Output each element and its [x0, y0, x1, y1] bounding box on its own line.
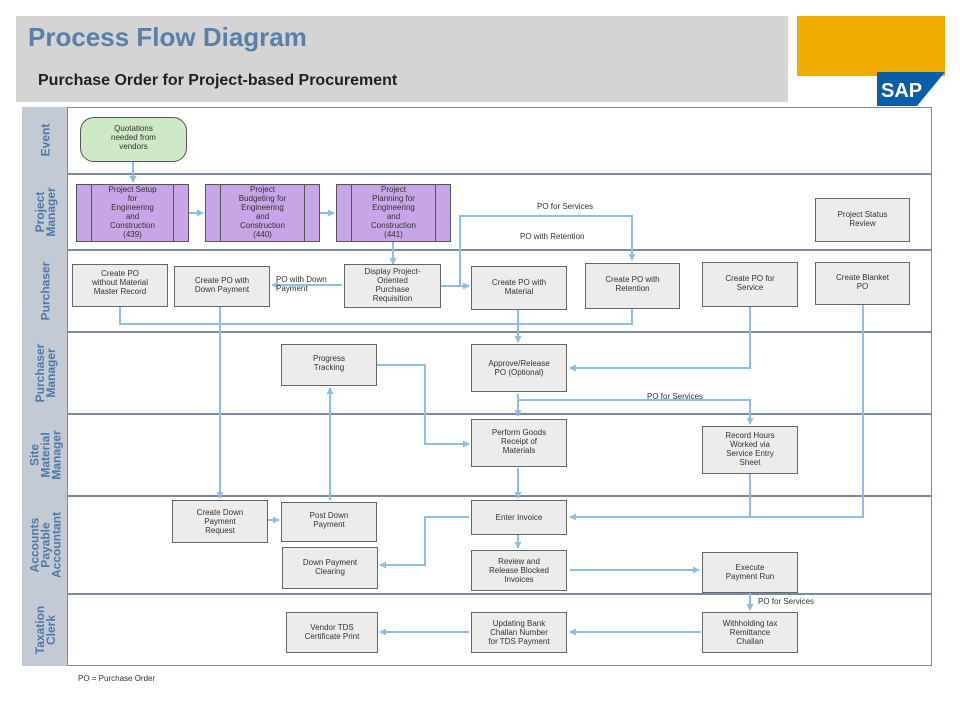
line-blanket-to-invoice — [750, 305, 864, 518]
step-record-hours[interactable]: Record Hours Worked via Service Entry Sh… — [702, 426, 798, 474]
step-create-po-service[interactable]: Create PO for Service — [702, 262, 798, 307]
subprocess-project-budgeting[interactable]: Project Budgeting for Engineering and Co… — [205, 184, 320, 242]
step-down-payment-clearing[interactable]: Down Payment Clearing — [282, 547, 378, 589]
step-post-down-payment[interactable]: Post Down Payment — [281, 502, 377, 542]
sap-logo-text: SAP — [881, 80, 922, 102]
step-create-po-material[interactable]: Create PO with Material — [471, 266, 567, 310]
subprocess-project-planning[interactable]: Project Planning for Engineering and Con… — [336, 184, 451, 242]
step-create-blanket-po[interactable]: Create Blanket PO — [815, 262, 910, 305]
step-approve-release-po[interactable]: Approve/Release PO (Optional) — [471, 344, 567, 392]
line-approve-to-record-hours — [518, 399, 754, 425]
step-create-down-payment-request[interactable]: Create Down Payment Request — [172, 500, 268, 543]
step-review-release-blocked[interactable]: Review and Release Blocked Invoices — [471, 550, 567, 591]
header-bar — [16, 16, 788, 102]
step-vendor-tds-certificate[interactable]: Vendor TDS Certificate Print — [286, 612, 378, 653]
subprocess-project-budgeting-label: Project Budgeting for Engineering and Co… — [220, 185, 305, 241]
line-without-material-to-approve — [119, 307, 518, 325]
subprocess-project-setup-label: Project Setup for Engineering and Constr… — [91, 185, 174, 241]
line-progress-to-goods — [377, 364, 470, 448]
lane-header-purchaser — [22, 250, 68, 332]
event-quotations-needed: Quotations needed from vendors — [80, 117, 187, 162]
step-display-project-requisition[interactable]: Display Project- Oriented Purchase Requi… — [344, 264, 441, 308]
lane-header-project-manager — [22, 174, 68, 250]
label-po-with-retention: PO with Retention — [520, 232, 585, 241]
label-po-for-services-mid: PO for Services — [647, 392, 704, 401]
lane-header-purchaser-manager — [22, 332, 68, 414]
line-retention-to-approve — [518, 309, 633, 325]
step-updating-bank-challan[interactable]: Updating Bank Challan Number for TDS Pay… — [471, 612, 567, 653]
footnote: PO = Purchase Order — [78, 674, 156, 683]
line-service-to-approve — [569, 307, 751, 372]
label-po-with-down-payment: PO with Down Payment — [276, 275, 327, 293]
lane-header-site-material-manager — [22, 414, 68, 496]
lane-header-taxation-clerk — [22, 594, 68, 666]
step-create-po-down-payment[interactable]: Create PO with Down Payment — [174, 266, 270, 307]
step-progress-tracking[interactable]: Progress Tracking — [281, 344, 377, 386]
page-subtitle: Purchase Order for Project-based Procure… — [38, 72, 398, 89]
lane-header-event — [22, 107, 68, 174]
line-invoice-to-clearing — [379, 516, 469, 569]
page-title: Process Flow Diagram — [28, 22, 307, 52]
step-project-status-review[interactable]: Project Status Review — [815, 198, 910, 242]
step-create-po-without-material[interactable]: Create PO without Material Master Record — [72, 264, 168, 307]
label-po-for-services-top: PO for Services — [537, 202, 594, 211]
line-requisition-to-services — [450, 215, 636, 287]
lane-header-accounts-payable — [22, 496, 68, 594]
step-enter-invoice[interactable]: Enter Invoice — [471, 500, 567, 535]
step-perform-goods-receipt[interactable]: Perform Goods Receipt of Materials — [471, 419, 567, 467]
label-po-for-services-bottom: PO for Services — [758, 597, 815, 606]
sap-logo: SAP — [877, 72, 945, 106]
step-execute-payment-run[interactable]: Execute Payment Run — [702, 552, 798, 593]
step-create-po-retention[interactable]: Create PO with Retention — [585, 263, 680, 309]
step-withholding-tax-challan[interactable]: Withholding tax Remittance Challan — [702, 612, 798, 653]
subprocess-project-planning-label: Project Planning for Engineering and Con… — [351, 185, 436, 241]
subprocess-project-setup[interactable]: Project Setup for Engineering and Constr… — [76, 184, 189, 242]
